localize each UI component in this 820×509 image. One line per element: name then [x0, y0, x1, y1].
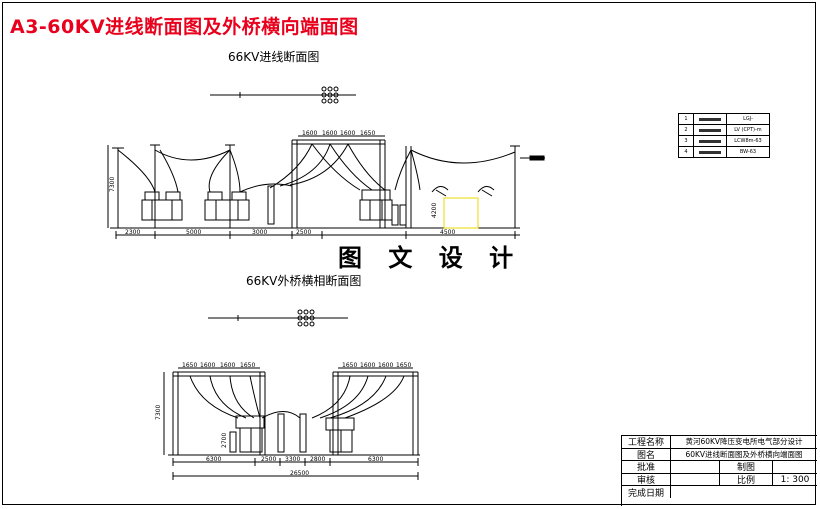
title-block-row: 完成日期: [622, 486, 817, 498]
dim-label: 2500: [261, 456, 276, 463]
dim-label: 7300: [155, 405, 162, 420]
legend-index: 3: [679, 136, 694, 146]
dim-label: 2500: [296, 229, 311, 236]
dim-label: 2800: [310, 456, 325, 463]
legend-row: 1 LGJ-: [679, 114, 769, 125]
dim-label: 2700: [221, 433, 228, 448]
date-label: 完成日期: [622, 486, 671, 498]
bottom-view-label: 66KV外桥横相断面图: [246, 274, 362, 288]
bottom-section: [163, 367, 420, 480]
legend-name: LV (CPT)-m: [734, 127, 762, 133]
dim-label: 1600: [360, 362, 375, 369]
dim-label: 1600: [340, 130, 355, 137]
date-value: [671, 486, 817, 498]
legend-row: 2 LV (CPT)-m: [679, 125, 769, 136]
dim-label: 1600: [378, 362, 393, 369]
dim-label: 1600: [322, 130, 337, 137]
dim-label: 6300: [206, 456, 221, 463]
dim-label: 1600: [220, 362, 235, 369]
legend-name: LCW8m-63: [734, 138, 762, 144]
legend-symbol: [694, 136, 727, 146]
legend-row: 3 LCW8m-63: [679, 136, 769, 147]
legend-symbol: [694, 125, 727, 135]
sheet-title: A3-60KV进线断面图及外桥横向端面图: [10, 16, 359, 38]
draw-label: 制图: [720, 461, 773, 473]
dim-label: 4500: [440, 229, 455, 236]
legend-table: 1 LGJ- 2 LV (CPT)-m 3 LCW8m-63 4 BW-63: [678, 113, 770, 158]
dim-label: 4200: [431, 203, 438, 218]
dim-label: 2300: [125, 229, 140, 236]
scale-value: 1: 300: [780, 474, 810, 485]
legend-index: 1: [679, 114, 694, 124]
bottom-plan-line: [208, 309, 348, 327]
title-block-row: 工程名称 黄河60KV降压变电所电气部分设计: [622, 436, 817, 449]
watermark-text: 图 文 设 计: [338, 243, 523, 272]
title-block-row: 图名 60KV进线断面图及外桥横向端面图: [622, 448, 817, 462]
draw-value: [773, 461, 817, 473]
dim-label: 1650: [342, 362, 357, 369]
drawing-value: 60KV进线断面图及外桥横向端面图: [685, 449, 803, 459]
top-equipment-outline: [443, 197, 479, 229]
top-plan-line: [210, 86, 356, 104]
review-label: 审核: [622, 473, 671, 486]
drawing-label: 图名: [622, 448, 671, 461]
title-block-row: 批准 制图: [622, 461, 817, 474]
legend-symbol: [694, 114, 727, 124]
dim-label: 3000: [252, 229, 267, 236]
title-block-row: 审核 比例 1: 300: [622, 473, 817, 487]
project-label: 工程名称: [622, 436, 671, 448]
dim-label: 1650: [240, 362, 255, 369]
legend-row: 4 BW-63: [679, 147, 769, 157]
legend-index: 4: [679, 147, 694, 157]
dim-label: 1600: [302, 130, 317, 137]
dim-label: 1650: [182, 362, 197, 369]
approve-value: [671, 461, 720, 473]
review-value: [671, 473, 720, 486]
dim-label: 26500: [290, 470, 309, 477]
legend-name: BW-63: [739, 149, 757, 155]
project-value: 黄河60KV降压变电所电气部分设计: [685, 437, 803, 447]
scale-label: 比例: [720, 473, 773, 486]
dim-label: 1600: [200, 362, 215, 369]
title-block: 工程名称 黄河60KV降压变电所电气部分设计 图名 60KV进线断面图及外桥横向…: [621, 435, 817, 506]
top-view-label: 66KV进线断面图: [228, 50, 320, 64]
top-section: [107, 135, 545, 239]
legend-name: LGJ-: [743, 116, 753, 122]
dim-label: 1650: [360, 130, 375, 137]
dim-label: 3300: [285, 456, 300, 463]
dim-label: 6300: [368, 456, 383, 463]
legend-symbol: [694, 147, 727, 157]
approve-label: 批准: [622, 461, 671, 473]
dim-label: 5000: [186, 229, 201, 236]
dim-label: 1650: [396, 362, 411, 369]
dim-label: 7300: [109, 177, 116, 192]
legend-index: 2: [679, 125, 694, 135]
